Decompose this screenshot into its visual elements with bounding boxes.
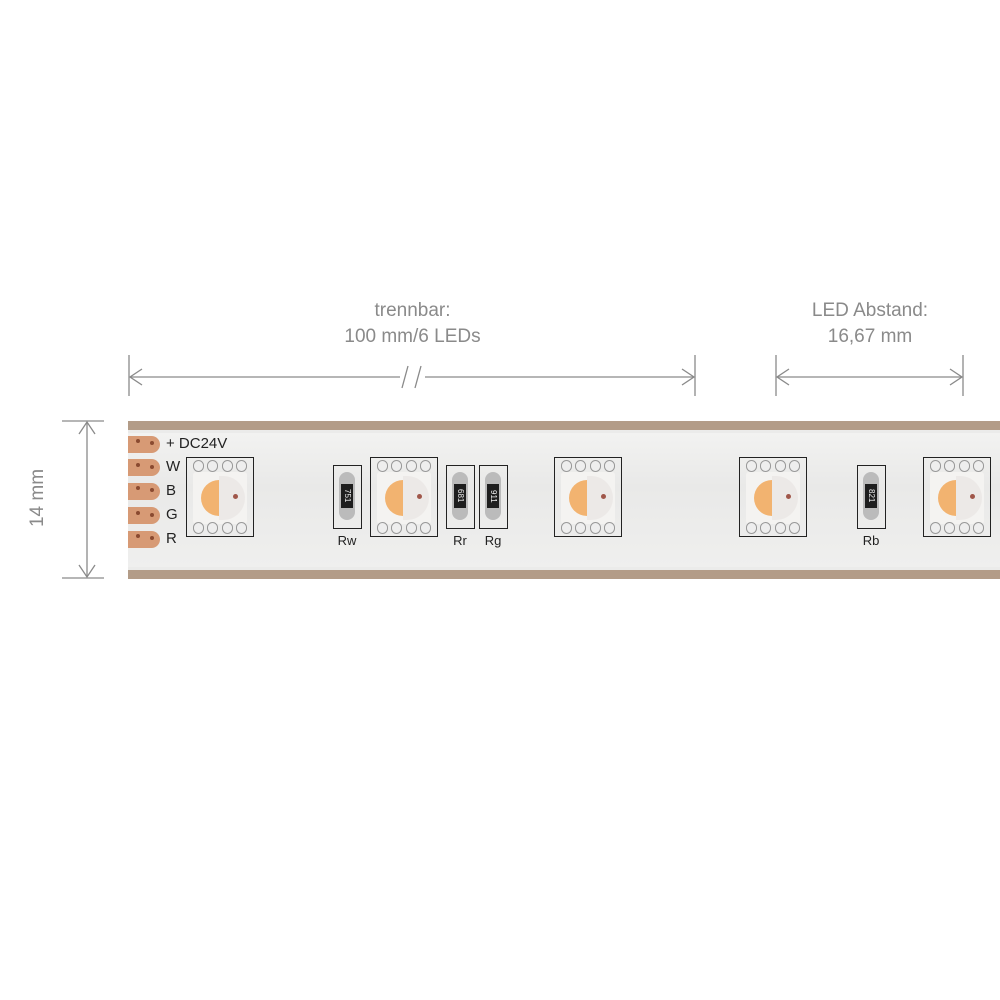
solder-pad	[128, 436, 160, 453]
resistor-label: Rb	[862, 533, 880, 548]
warm-white-chip	[201, 480, 219, 516]
rgb-die	[233, 494, 238, 499]
smd-led	[923, 457, 991, 537]
solder-pad	[128, 531, 160, 548]
warm-white-chip	[938, 480, 956, 516]
resistor: 751	[333, 465, 362, 529]
spacing-dimension-arrow	[775, 355, 964, 396]
cut-label-line1: trennbar:	[374, 300, 451, 321]
warm-white-chip	[569, 480, 587, 516]
pad-hole	[136, 486, 140, 490]
solder-pad	[128, 459, 160, 476]
resistor-label: Rw	[337, 533, 357, 548]
led-pins-top	[193, 460, 247, 472]
pad-hole	[136, 534, 140, 538]
pad-hole	[150, 441, 154, 445]
led-body	[193, 472, 247, 524]
pad-label: R	[166, 530, 177, 547]
pad-hole	[136, 439, 140, 443]
resistor-body: 751	[339, 472, 355, 520]
spacing-label-line1: LED Abstand:	[811, 300, 929, 321]
pad-hole	[150, 513, 154, 517]
resistor-label: Rg	[484, 533, 502, 548]
resistor-code: 681	[454, 484, 466, 508]
pad-label: B	[166, 482, 177, 499]
rgb-lens	[219, 476, 245, 520]
height-dimension-arrow	[62, 420, 104, 579]
led-pins-top	[377, 460, 431, 472]
resistor-code: 911	[487, 484, 499, 508]
resistor-code: 821	[865, 484, 877, 508]
resistor-body: 821	[863, 472, 879, 520]
resistor: 821	[857, 465, 886, 529]
resistor-body: 911	[485, 472, 501, 520]
led-body	[377, 472, 431, 524]
solder-pad	[128, 507, 160, 524]
smd-led	[739, 457, 807, 537]
rgb-die	[786, 494, 791, 499]
resistor-body: 681	[452, 472, 468, 520]
rgb-lens	[772, 476, 798, 520]
spacing-label-line2: 16,67 mm	[827, 326, 913, 347]
pad-hole	[136, 463, 140, 467]
pad-label: W	[166, 458, 181, 475]
pad-hole	[136, 511, 140, 515]
resistor-code: 751	[341, 484, 353, 508]
cut-dimension-arrow	[128, 355, 696, 396]
smd-led	[370, 457, 438, 537]
pad-hole	[150, 488, 154, 492]
smd-led	[554, 457, 622, 537]
strip-top-edge	[128, 421, 1000, 430]
resistor-label: Rr	[453, 533, 467, 548]
rgb-die	[601, 494, 606, 499]
led-pins-top	[930, 460, 984, 472]
rgb-die	[970, 494, 975, 499]
pad-label: + DC24V	[166, 435, 228, 452]
led-pins-bottom	[377, 522, 431, 534]
led-body	[746, 472, 800, 524]
led-body	[930, 472, 984, 524]
strip-bottom-edge	[128, 570, 1000, 579]
led-pins-bottom	[561, 522, 615, 534]
led-pins-bottom	[193, 522, 247, 534]
rgb-die	[417, 494, 422, 499]
led-pins-bottom	[930, 522, 984, 534]
warm-white-chip	[754, 480, 772, 516]
cut-label-line2: 100 mm/6 LEDs	[344, 326, 481, 347]
pad-hole	[150, 465, 154, 469]
solder-pad	[128, 483, 160, 500]
led-pins-top	[561, 460, 615, 472]
cut-length-label: trennbar: 100 mm/6 LEDs	[300, 298, 525, 350]
rgb-lens	[403, 476, 429, 520]
led-pins-top	[746, 460, 800, 472]
smd-led	[186, 457, 254, 537]
led-spacing-label: LED Abstand: 16,67 mm	[770, 298, 970, 350]
resistor: 911	[479, 465, 508, 529]
pad-label: G	[166, 506, 178, 523]
pad-hole	[150, 536, 154, 540]
rgb-lens	[587, 476, 613, 520]
warm-white-chip	[385, 480, 403, 516]
led-body	[561, 472, 615, 524]
led-pins-bottom	[746, 522, 800, 534]
rgb-lens	[956, 476, 982, 520]
resistor: 681	[446, 465, 475, 529]
